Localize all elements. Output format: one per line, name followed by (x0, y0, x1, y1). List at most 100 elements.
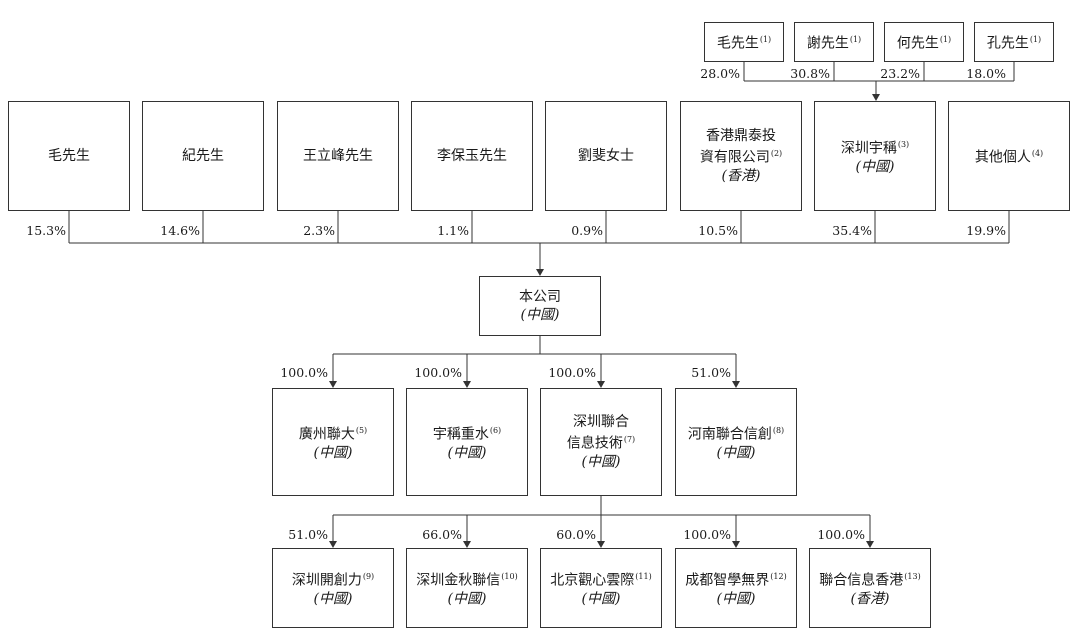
shareholder-pct: 14.6% (160, 223, 200, 238)
location-label: (中國) (313, 590, 353, 607)
footnote-marker: (1) (1029, 35, 1042, 45)
shareholder-name: 王立峰先生 (303, 148, 373, 164)
shareholder-name: 紀先生 (182, 148, 224, 164)
shareholder-pct: 19.9% (966, 223, 1006, 238)
location-label: (中國) (581, 590, 621, 607)
second-tier-box: 深圳開創力(9) (中國) (272, 548, 394, 628)
subsidiary-arrow (597, 381, 605, 388)
location-label: (中國) (520, 307, 560, 323)
founder-name: 何先生 (896, 35, 939, 52)
second-tier-box: 成都智學無界(12) (中國) (675, 548, 797, 628)
footnote-marker: (4) (1031, 149, 1044, 159)
shareholder-box: 其他個人(4) (948, 101, 1070, 211)
second-tier-pct: 100.0% (683, 527, 731, 542)
second-tier-pct: 51.0% (288, 527, 328, 542)
shareholder-box: 深圳宇稱(3) (中國) (814, 101, 936, 211)
entity-name: 成都智學無界 (685, 572, 770, 589)
shareholder-pct: 15.3% (26, 223, 66, 238)
founder-kong-box: 孔先生(1) (974, 22, 1054, 62)
founder-pct: 28.0% (700, 66, 740, 81)
shareholder-box: 王立峰先生 (277, 101, 399, 211)
founder-pct: 18.0% (966, 66, 1006, 81)
shareholder-box: 李保玉先生 (411, 101, 533, 211)
footnote-marker: (7) (623, 435, 636, 445)
company-name: 本公司 (519, 289, 561, 305)
location-label: (中國) (581, 453, 621, 470)
shareholder-name: 其他個人 (974, 149, 1031, 166)
subsidiary-arrow (329, 381, 337, 388)
shareholder-box: 毛先生 (8, 101, 130, 211)
subsidiary-name: 廣州聯大 (298, 426, 355, 443)
founder-mao-box: 毛先生(1) (704, 22, 784, 62)
second-tier-box: 聯合信息香港(13) (香港) (809, 548, 931, 628)
footnote-marker: (1) (849, 35, 862, 45)
company-box: 本公司 (中國) (479, 276, 601, 336)
shareholder-pct: 1.1% (437, 223, 469, 238)
second-tier-arrow (732, 541, 740, 548)
shareholder-box: 紀先生 (142, 101, 264, 211)
subsidiary-pct: 100.0% (414, 365, 462, 380)
shareholder-name: 劉斐女士 (578, 148, 634, 164)
footnote-marker: (13) (904, 572, 921, 582)
subsidiary-box: 深圳聯合 信息技術(7) (中國) (540, 388, 662, 496)
subsidiary-arrow (732, 381, 740, 388)
subsidiary-box: 廣州聯大(5) (中國) (272, 388, 394, 496)
founder-name: 毛先生 (716, 35, 759, 52)
second-tier-arrow (597, 541, 605, 548)
founder-pct: 23.2% (880, 66, 920, 81)
subsidiary-pct: 100.0% (548, 365, 596, 380)
footnote-marker: (10) (501, 572, 518, 582)
founder-xie-box: 謝先生(1) (794, 22, 874, 62)
subsidiary-name: 宇稱重水 (432, 426, 489, 443)
second-tier-arrow (463, 541, 471, 548)
footnote-marker: (2) (770, 149, 783, 159)
shareholder-pct: 10.5% (698, 223, 738, 238)
location-label: (中國) (716, 590, 756, 607)
entity-name: 聯合信息香港 (819, 572, 904, 589)
subsidiary-name-line2: 信息技術 (566, 435, 623, 452)
second-tier-box: 深圳金秋聯信(10) (中國) (406, 548, 528, 628)
company-arrow (536, 269, 544, 276)
shareholder-name-line2: 資有限公司 (699, 149, 770, 166)
subsidiary-pct: 51.0% (691, 365, 731, 380)
shareholder-box: 香港鼎泰投 資有限公司(2) (香港) (680, 101, 802, 211)
location-label: (中國) (447, 590, 487, 607)
shareholder-name: 李保玉先生 (437, 148, 507, 164)
founder-arrow (872, 94, 880, 101)
location-label: (中國) (855, 158, 895, 175)
location-label: (香港) (850, 590, 890, 607)
footnote-marker: (1) (759, 35, 772, 45)
second-tier-box: 北京觀心雲際(11) (中國) (540, 548, 662, 628)
subsidiary-name: 河南聯合信創 (687, 426, 772, 443)
shareholder-box: 劉斐女士 (545, 101, 667, 211)
founder-name: 孔先生 (986, 35, 1029, 52)
footnote-marker: (1) (939, 35, 952, 45)
footnote-marker: (3) (897, 140, 910, 150)
location-label: (香港) (721, 167, 761, 184)
location-label: (中國) (313, 444, 353, 461)
second-tier-arrow (866, 541, 874, 548)
subsidiary-name: 深圳聯合 (573, 414, 629, 431)
shareholder-name: 毛先生 (48, 148, 90, 164)
second-tier-arrow (329, 541, 337, 548)
shareholder-pct: 35.4% (832, 223, 872, 238)
founder-name: 謝先生 (806, 35, 849, 52)
entity-name: 深圳金秋聯信 (416, 572, 501, 589)
location-label: (中國) (447, 444, 487, 461)
subsidiary-box: 河南聯合信創(8) (中國) (675, 388, 797, 496)
footnote-marker: (9) (362, 572, 375, 582)
subsidiary-arrow (463, 381, 471, 388)
shareholder-name: 深圳宇稱 (840, 140, 897, 157)
subsidiary-box: 宇稱重水(6) (中國) (406, 388, 528, 496)
footnote-marker: (12) (770, 572, 787, 582)
footnote-marker: (8) (772, 426, 785, 436)
footnote-marker: (5) (355, 426, 368, 436)
second-tier-pct: 100.0% (817, 527, 865, 542)
location-label: (中國) (716, 444, 756, 461)
footnote-marker: (6) (489, 426, 502, 436)
shareholder-name: 香港鼎泰投 (706, 128, 776, 145)
second-tier-pct: 60.0% (556, 527, 596, 542)
founder-he-box: 何先生(1) (884, 22, 964, 62)
second-tier-pct: 66.0% (422, 527, 462, 542)
